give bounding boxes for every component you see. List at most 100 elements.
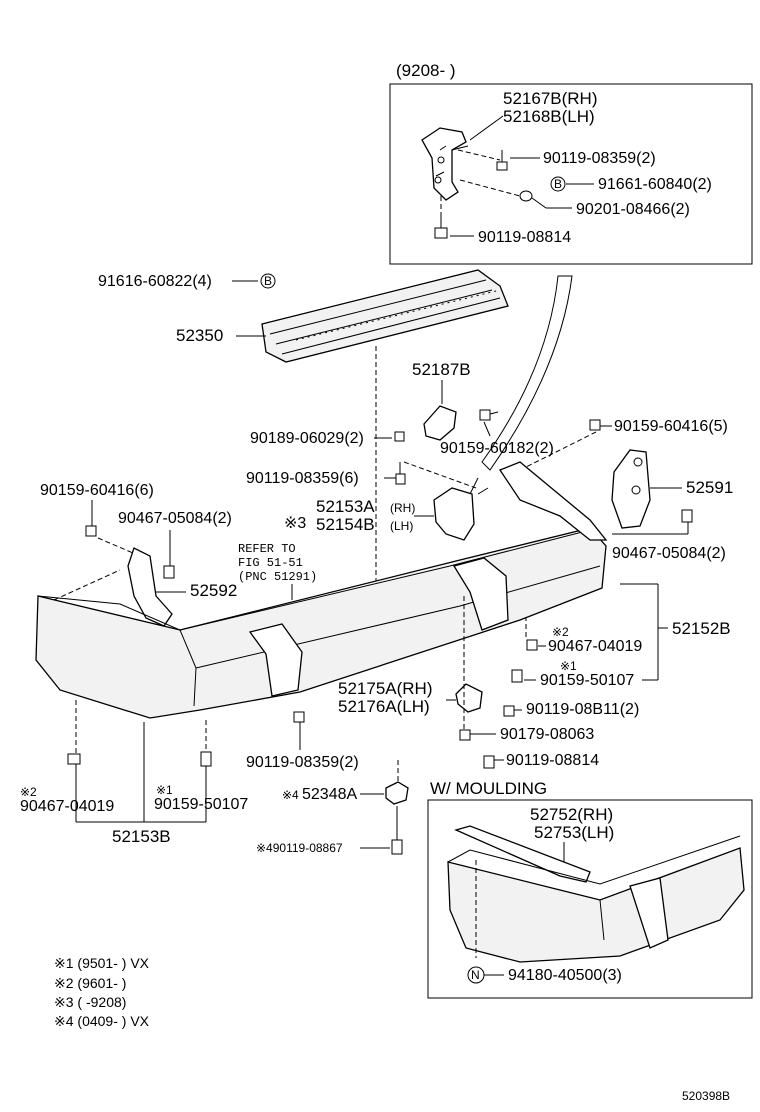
left-group: 90159-60416(6) 90467-05084(2) 52592 bbox=[40, 482, 237, 627]
rivet-b-marker-text: B bbox=[264, 274, 272, 288]
lower-left-screw-label: 90159-50107 bbox=[154, 796, 248, 813]
lower-left-clip-mark: ※2 bbox=[20, 785, 37, 799]
note-1: ※1 (9501- ) VX bbox=[54, 955, 150, 971]
stay-lh-label: 52154B bbox=[316, 515, 375, 534]
right-clip2-mark: ※2 bbox=[552, 625, 569, 639]
bumper-end-right bbox=[499, 461, 608, 541]
refer-line-3: (PNC 51291) bbox=[238, 570, 317, 584]
clip-90179-icon bbox=[459, 729, 471, 741]
lower-left-group: ※2 90467-04019 ※1 90159-50107 52153B bbox=[20, 700, 248, 846]
right-bracket-52591 bbox=[611, 449, 651, 529]
bolt-08b11-label: 90119-08B11(2) bbox=[526, 701, 639, 718]
step-plate bbox=[261, 269, 509, 363]
moulding-inset: W/ MOULDING 52752(RH) 52753(LH) N 94180-… bbox=[427, 779, 753, 999]
right-clip-label: 90467-05084(2) bbox=[612, 545, 726, 562]
drawing-number: 520398B bbox=[682, 1089, 730, 1103]
lower-left-screw-icon bbox=[200, 751, 212, 767]
inset-date-range: (9208- ) bbox=[396, 61, 456, 80]
stay-52153a bbox=[433, 487, 475, 541]
bolt-90119-08814-label: 90119-08814 bbox=[506, 752, 599, 769]
stay-rh-side: (RH) bbox=[390, 501, 415, 515]
inset-nut-label: 91661-60840(2) bbox=[598, 176, 712, 193]
right-screw-label: 90159-50107 bbox=[540, 672, 634, 689]
moulding-strip bbox=[454, 825, 591, 883]
bracket-52187b bbox=[423, 405, 457, 441]
inset-bracket-rh-label: 52167B(RH) bbox=[503, 89, 598, 108]
inset-bracket-lh-label: 52168B(LH) bbox=[503, 107, 595, 126]
clip-90189-label: 90189-06029(2) bbox=[250, 430, 364, 447]
moulding-rh-label: 52752(RH) bbox=[530, 805, 613, 824]
left-clip-icon bbox=[163, 565, 175, 579]
step-plate-group: 91616-60822(4) B 52350 bbox=[98, 269, 509, 618]
refer-line-1: REFER TO bbox=[238, 542, 296, 556]
inset-leader-strip bbox=[481, 275, 573, 471]
retainer-lh-label: 52176A(LH) bbox=[338, 697, 430, 716]
refer-line-2: FIG 51-51 bbox=[238, 556, 303, 570]
stay-lh-mark: ※3 bbox=[284, 515, 306, 532]
bolt-90159-60182-label: 90159-60182(2) bbox=[440, 440, 554, 457]
bolt-90119-6-label: 90119-08359(6) bbox=[246, 470, 359, 487]
notes: ※1 (9501- ) VX ※2 (9601- ) ※3 ( -9208) ※… bbox=[54, 955, 150, 1029]
right-bolt-icon bbox=[589, 419, 601, 431]
bolt-90119-2-icon bbox=[293, 711, 305, 723]
inset-bolt-a-label: 90119-08359(2) bbox=[543, 150, 656, 167]
lower-center-group: 52175A(RH) 52176A(LH) 90119-08B11(2) 901… bbox=[246, 596, 639, 855]
bolt-90159-60182-icon bbox=[479, 409, 491, 421]
left-bracket-label: 52592 bbox=[190, 581, 237, 600]
note-3: ※3 ( -9208) bbox=[54, 994, 126, 1010]
right-clip2-icon bbox=[526, 639, 538, 651]
lower-left-assembly-label: 52153B bbox=[112, 827, 171, 846]
bolt-08867-icon bbox=[391, 839, 403, 855]
right-screw-mark: ※1 bbox=[560, 659, 577, 673]
bolt-08b11-icon bbox=[503, 705, 515, 717]
rivet-label: 91616-60822(4) bbox=[98, 273, 212, 290]
rivet-b-marker-icon bbox=[260, 273, 276, 289]
moulding-mount bbox=[629, 877, 669, 949]
inset-washer-icon bbox=[519, 190, 533, 202]
left-bolt-icon bbox=[85, 525, 97, 537]
bumper-mount-right bbox=[452, 557, 509, 631]
bolt-90119-08814-icon bbox=[483, 755, 495, 769]
note-4: ※4 (0409- ) VX bbox=[54, 1013, 150, 1029]
lower-left-clip-icon bbox=[67, 753, 81, 765]
left-clip-label: 90467-05084(2) bbox=[118, 510, 232, 527]
inset-b-marker-icon bbox=[550, 176, 566, 192]
retainer-52175a bbox=[455, 683, 483, 713]
moulding-n-marker-text: N bbox=[471, 968, 480, 982]
bumper-body bbox=[35, 527, 607, 719]
bumper-mount-left bbox=[248, 623, 303, 697]
bolt-08867-label: ※490119-08867 bbox=[256, 841, 343, 855]
moulding-lh-label: 52753(LH) bbox=[534, 823, 614, 842]
inset-top-box: (9208- ) 52167B(RH) 52168B(LH) 90119-083… bbox=[389, 61, 753, 265]
center-group: 52187B 90189-06029(2) 90159-60182(2) 901… bbox=[238, 360, 554, 600]
retainer-rh-label: 52175A(RH) bbox=[338, 679, 433, 698]
inset-bolt-a-icon bbox=[496, 150, 508, 171]
bolt-90119-6-icon bbox=[395, 473, 406, 485]
inset-bolt-b-label: 90119-08814 bbox=[478, 229, 571, 246]
right-screw-icon bbox=[511, 669, 523, 683]
moulding-clip-label: 94180-40500(3) bbox=[508, 967, 622, 984]
stay-lh-side: (LH) bbox=[390, 519, 413, 533]
right-clip-icon bbox=[681, 509, 693, 523]
bracket-52348a-mark: ※4 bbox=[282, 788, 299, 802]
stay-rh-label: 52153A bbox=[316, 497, 375, 516]
left-bolt-label: 90159-60416(6) bbox=[40, 482, 154, 499]
rear-bumper-52152b bbox=[35, 461, 608, 719]
note-2: ※2 (9601- ) bbox=[54, 975, 126, 991]
right-bracket-label: 52591 bbox=[686, 478, 733, 497]
lower-left-clip-label: 90467-04019 bbox=[20, 798, 114, 815]
clip-90179-label: 90179-08063 bbox=[500, 726, 594, 743]
bracket-52348a bbox=[385, 781, 409, 805]
clip-90189-icon bbox=[394, 431, 405, 442]
left-bracket-52592 bbox=[127, 547, 173, 627]
step-plate-label: 52350 bbox=[176, 326, 223, 345]
lower-left-screw-mark: ※1 bbox=[156, 783, 173, 797]
right-bolt-label: 90159-60416(5) bbox=[614, 418, 728, 435]
right-bumper-label: 52152B bbox=[672, 619, 731, 638]
inset-bracket bbox=[421, 127, 467, 201]
moulding-bumper bbox=[447, 847, 745, 963]
right-clip2-label: 90467-04019 bbox=[548, 638, 642, 655]
inset-bolt-b-icon bbox=[434, 214, 448, 239]
bolt-90119-2-label: 90119-08359(2) bbox=[246, 754, 359, 771]
